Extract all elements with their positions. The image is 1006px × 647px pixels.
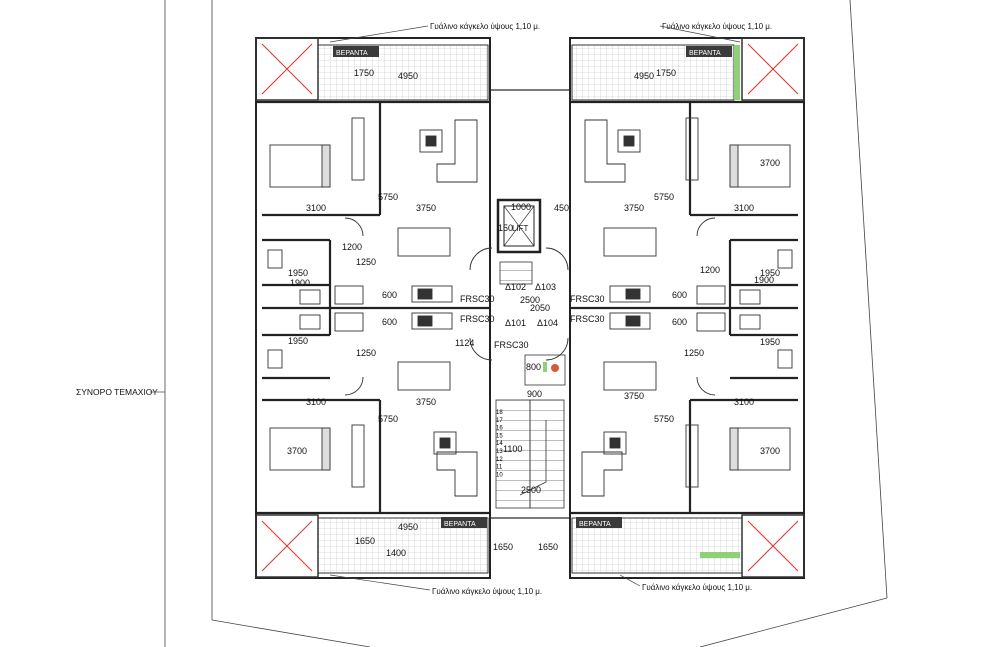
dim-150: 150 xyxy=(498,223,513,233)
stair-step-number: 13 xyxy=(496,449,503,455)
dim-1200-ul: 1200 xyxy=(342,242,362,252)
dim-3750-ll: 3750 xyxy=(416,397,436,407)
stair-step-number: 12 xyxy=(496,457,503,463)
interior-walls xyxy=(256,100,804,515)
door-d102: Δ102 xyxy=(505,282,526,292)
dim-4950-tl: 4950 xyxy=(398,71,418,81)
railing-leaders xyxy=(329,25,741,591)
dim-3100-ul: 3100 xyxy=(306,203,326,213)
veranda-label-top-right: ΒΕΡΑΝΤΑ xyxy=(689,50,721,57)
dim-5750-lr: 5750 xyxy=(654,414,674,424)
dim-1400: 1400 xyxy=(386,548,406,558)
stair-step-number: 16 xyxy=(496,426,503,432)
veranda-tags: ΒΕΡΑΝΤΑ ΒΕΡΑΝΤΑ ΒΕΡΑΝΤΑ ΒΕΡΑΝΤΑ xyxy=(333,46,732,528)
frsc-label-3: FRSC30 xyxy=(460,314,495,324)
dim-1650-bl: 1650 xyxy=(355,536,375,546)
railing-note-bottom-right: Γυάλινο κάγκελο ύψους 1,10 μ. xyxy=(642,583,752,592)
dim-3700-ur: 3700 xyxy=(760,158,780,168)
dim-4950-bl: 4950 xyxy=(398,522,418,532)
railing-note-bottom-left: Γυάλινο κάγκελο ύψους 1,10 μ. xyxy=(432,587,542,596)
dim-4950-tr: 4950 xyxy=(634,71,654,81)
dim-5750-ll: 5750 xyxy=(378,414,398,424)
stair-step-number: 11 xyxy=(496,465,503,471)
stair-step-number: 18 xyxy=(496,410,503,416)
veranda-label-bottom-right: ΒΕΡΑΝΤΑ xyxy=(579,521,611,528)
frsc-label-5: FRSC30 xyxy=(494,340,529,350)
dim-1900-ul: 1900 xyxy=(290,278,310,288)
dim-1250-ll: 1250 xyxy=(356,348,376,358)
dim-2500-top: 2500 xyxy=(520,295,540,305)
dim-1950-lr: 1950 xyxy=(760,337,780,347)
dim-1650-bc1: 1650 xyxy=(493,542,513,552)
stair-step-number: 14 xyxy=(496,441,503,447)
dim-3100-lr: 3100 xyxy=(734,397,754,407)
dim-1200-ur: 1200 xyxy=(700,265,720,275)
stair-step-number: 17 xyxy=(496,418,503,424)
veranda-label-top-left: ΒΕΡΑΝΤΑ xyxy=(336,50,368,57)
door-d104: Δ104 xyxy=(537,318,558,328)
dim-1250-ul: 1250 xyxy=(356,257,376,267)
dim-3750-ur: 3750 xyxy=(624,203,644,213)
dim-3700-lr: 3700 xyxy=(760,446,780,456)
dim-3750-lr: 3750 xyxy=(624,391,644,401)
lift-label: LIFT xyxy=(512,224,529,233)
dim-900: 900 xyxy=(527,389,542,399)
stair-step-number: 10 xyxy=(496,472,503,478)
dim-3750-ul: 3750 xyxy=(416,203,436,213)
dim-1650-bc2: 1650 xyxy=(538,542,558,552)
dim-2500-bottom: 2500 xyxy=(521,485,541,495)
dim-3700-ll: 3700 xyxy=(287,446,307,456)
railing-note-top-right: Γυάλινο κάγκελο ύψους 1,10 μ. xyxy=(662,22,772,31)
dim-1900-ur: 1900 xyxy=(754,275,774,285)
dim-600-ll: 600 xyxy=(382,317,397,327)
door-d101: Δ101 xyxy=(505,318,526,328)
dim-1950-ll: 1950 xyxy=(288,336,308,346)
dimension-labels: 1750 4950 4950 1750 5750 5750 3100 3750 … xyxy=(287,68,780,558)
plot-boundary-label: ΣΥΝΟΡΟ ΤΕΜΑΧΙΟΥ xyxy=(76,387,158,397)
veranda-label-bottom-left: ΒΕΡΑΝΤΑ xyxy=(444,521,476,528)
dim-1250-lr: 1250 xyxy=(684,348,704,358)
door-d103: Δ103 xyxy=(535,282,556,292)
dim-450: 450 xyxy=(554,203,569,213)
dim-1950-ul: 1950 xyxy=(288,268,308,278)
frsc-label-4: FRSC30 xyxy=(570,314,605,324)
dim-600-ur: 600 xyxy=(672,290,687,300)
dim-600-ul: 600 xyxy=(382,290,397,300)
frsc-label-1: FRSC30 xyxy=(460,294,495,304)
dim-3100-ur: 3100 xyxy=(734,203,754,213)
dim-1124: 1124 xyxy=(455,338,474,348)
plot-boundary-lines xyxy=(164,0,888,647)
dim-5750-ul: 5750 xyxy=(378,192,398,202)
frsc-label-2: FRSC30 xyxy=(570,294,605,304)
core xyxy=(495,198,566,509)
dim-5750-ur: 5750 xyxy=(654,192,674,202)
dim-1750-tr: 1750 xyxy=(656,68,676,78)
dim-3100-ll: 3100 xyxy=(306,397,326,407)
dim-800-core: 800 xyxy=(526,362,541,372)
dim-600-lr: 600 xyxy=(672,317,687,327)
dim-1950-ur: 1950 xyxy=(760,268,780,278)
dim-1750-tl: 1750 xyxy=(354,68,374,78)
stair-step-number: 15 xyxy=(496,433,503,439)
railing-note-top-left: Γυάλινο κάγκελο ύψους 1,10 μ. xyxy=(430,22,540,31)
dim-1000: 1000 xyxy=(511,202,531,212)
furniture xyxy=(267,117,793,497)
dim-1100: 1100 xyxy=(503,444,522,454)
dim-2050: 2050 xyxy=(530,303,550,313)
